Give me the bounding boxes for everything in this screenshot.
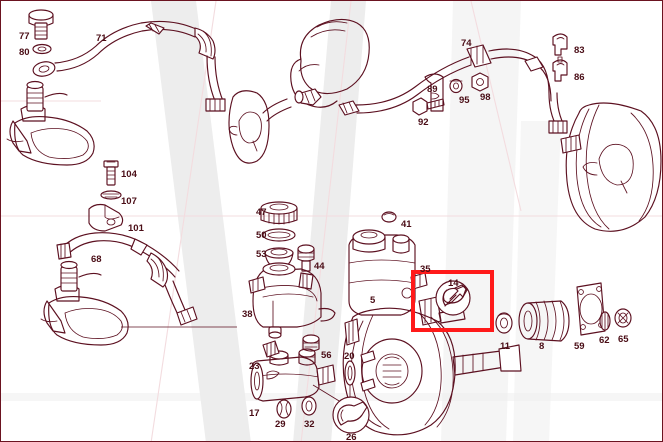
- part-label-68: 68: [91, 254, 102, 265]
- part-label-89: 89: [427, 84, 438, 95]
- part-label-77: 77: [19, 31, 30, 42]
- part-label-62: 62: [599, 335, 610, 346]
- assembly-front-right-hose: [262, 18, 568, 134]
- part-label-86: 86: [574, 72, 585, 83]
- part-label-101: 101: [128, 223, 144, 234]
- assembly-brake-booster: [342, 296, 522, 436]
- part-label-98: 98: [480, 92, 491, 103]
- part-label-41: 41: [401, 219, 412, 230]
- part-label-53: 53: [256, 249, 267, 260]
- part-label-50: 50: [256, 230, 267, 241]
- part-label-59: 59: [574, 341, 585, 352]
- part-label-29: 29: [275, 419, 286, 430]
- part-label-95: 95: [459, 95, 470, 106]
- brake-drum-center-left: [228, 90, 270, 164]
- part-label-5: 5: [370, 295, 376, 306]
- part-label-80: 80: [19, 47, 30, 58]
- part-label-17: 17: [249, 408, 260, 419]
- part-label-32: 32: [304, 419, 315, 430]
- brake-drum-right: [560, 102, 662, 232]
- assembly-clutch-master-cylinder: [250, 334, 356, 419]
- assembly-rear-hose: [40, 232, 237, 346]
- part-label-35: 35: [420, 264, 431, 275]
- part-label-11: 11: [500, 341, 511, 352]
- part-label-23: 23: [249, 361, 260, 372]
- part-label-56: 56: [321, 350, 332, 361]
- part-label-47: 47: [256, 207, 267, 218]
- assembly-booster-hardware: [518, 282, 632, 342]
- part-label-20: 20: [344, 351, 355, 362]
- part-label-38: 38: [242, 309, 253, 320]
- part-label-65: 65: [618, 334, 629, 345]
- part-label-83: 83: [574, 45, 585, 56]
- part-label-92: 92: [418, 117, 429, 128]
- assembly-front-left-hose: [28, 9, 226, 112]
- part-label-74: 74: [461, 38, 472, 49]
- hardware-104-107-101: [88, 160, 124, 232]
- repair-kit-wrench-icon-26: [332, 396, 370, 434]
- assembly-master-cylinder: [348, 211, 428, 316]
- part-label-14: 14: [448, 278, 459, 289]
- part-label-44: 44: [314, 261, 325, 272]
- part-label-26: 26: [346, 432, 357, 442]
- brake-caliper-front-left: [6, 80, 95, 166]
- part-label-107: 107: [121, 196, 137, 207]
- repair-kit-wrench-icon-14: [435, 280, 471, 316]
- part-label-104: 104: [121, 169, 137, 180]
- assembly-reservoir: [248, 201, 336, 339]
- part-label-8: 8: [539, 341, 545, 352]
- retaining-clips: [552, 33, 568, 82]
- part-label-71: 71: [96, 33, 107, 44]
